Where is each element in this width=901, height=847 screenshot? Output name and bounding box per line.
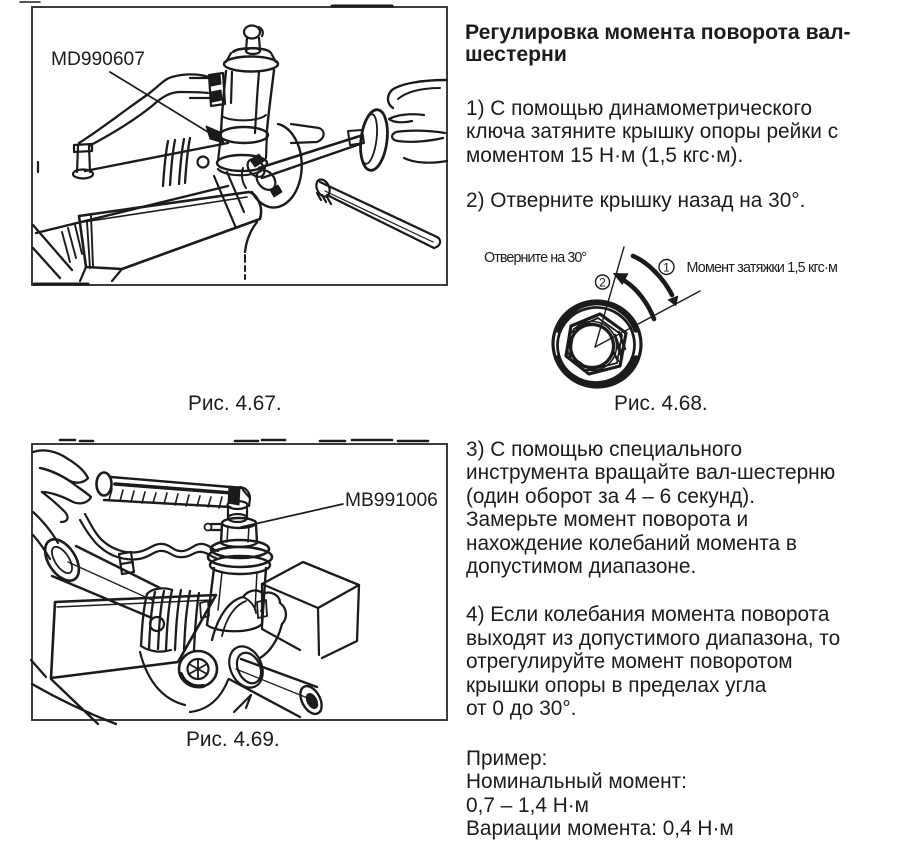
- svg-text:2: 2: [599, 276, 606, 290]
- svg-text:1: 1: [663, 261, 670, 275]
